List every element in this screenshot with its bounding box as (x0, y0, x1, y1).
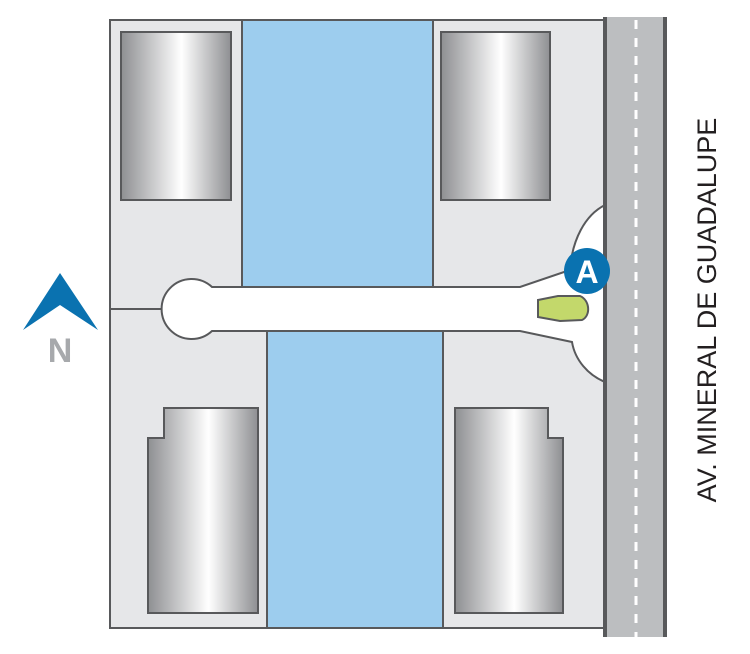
north-label: N (48, 332, 73, 370)
building-northwest (120, 31, 232, 201)
location-marker-a[interactable]: A (564, 248, 610, 294)
building-southeast (454, 407, 564, 614)
north-arrow: N (23, 273, 98, 370)
north-arrow-icon (23, 273, 98, 330)
landscape-island (537, 295, 590, 323)
water-area-north (241, 19, 434, 288)
building-northeast (440, 31, 551, 201)
marker-label: A (575, 254, 598, 290)
street-name-label: AV. MINERAL DE GUADALUPE (692, 118, 722, 503)
water-area-south (266, 330, 444, 629)
building-southwest (147, 407, 259, 614)
